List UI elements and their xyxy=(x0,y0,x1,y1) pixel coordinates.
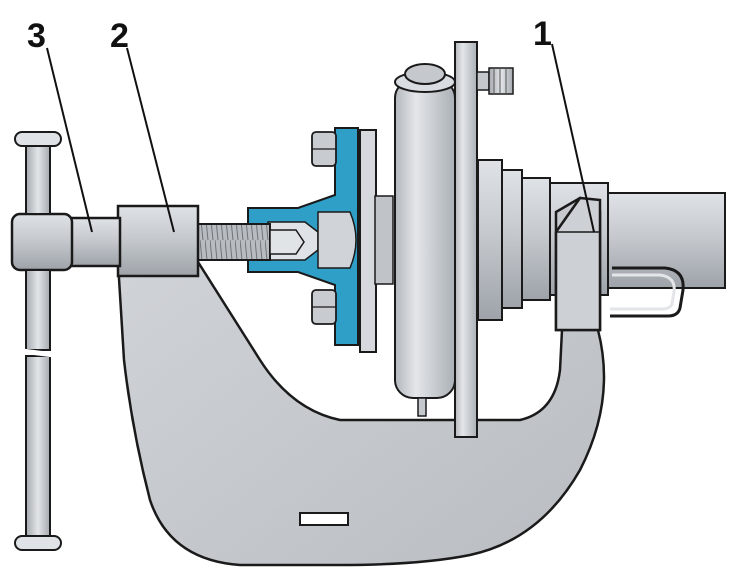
leader-line-2 xyxy=(126,47,175,233)
handle-boss xyxy=(10,212,74,272)
axle-clip xyxy=(610,266,685,318)
screw-nut xyxy=(116,204,200,278)
hub-flange xyxy=(247,127,394,353)
axle-shaft xyxy=(477,159,726,321)
callout-1: 1 xyxy=(533,15,552,53)
puller-jaw-1 xyxy=(554,196,602,332)
puller-body xyxy=(116,196,606,567)
callout-3: 3 xyxy=(27,17,46,55)
body-slot xyxy=(299,512,349,526)
leader-line-1 xyxy=(551,43,595,233)
callout-2: 2 xyxy=(110,17,129,55)
leader-line-3 xyxy=(46,47,93,233)
brake-drum xyxy=(394,41,478,438)
screw-tip xyxy=(269,229,305,255)
bleed-bolt xyxy=(476,67,514,95)
t-bar-handle xyxy=(14,131,62,551)
wheel-nut-top xyxy=(311,131,337,167)
wheel-nut-bottom xyxy=(311,289,337,325)
threaded-screw xyxy=(197,223,271,261)
